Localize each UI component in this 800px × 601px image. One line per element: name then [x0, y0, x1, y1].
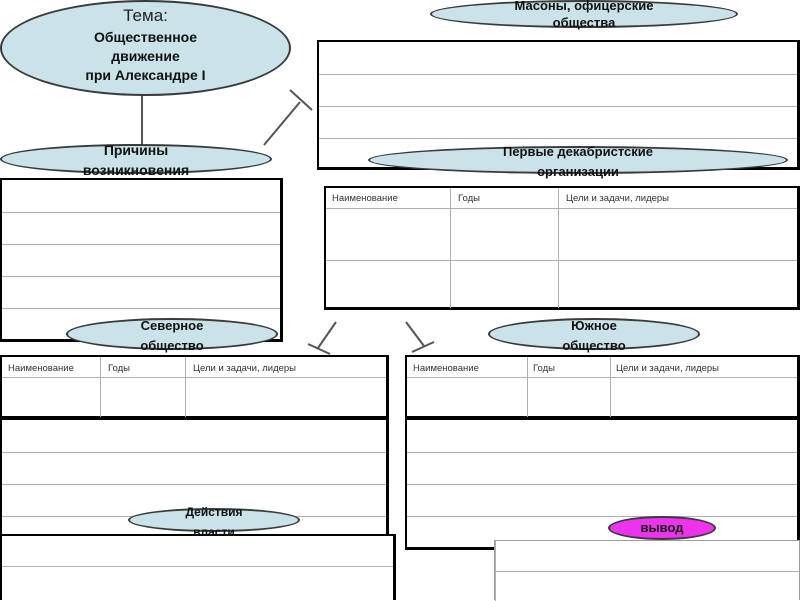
- masons-line-2: общества: [552, 15, 616, 30]
- header-years: Годы: [533, 363, 555, 374]
- header-years: Годы: [108, 363, 130, 374]
- header-name: Наименование: [8, 363, 74, 374]
- actions-line-1: Действия: [185, 505, 243, 519]
- first-decembrist-line-2: организации: [537, 164, 619, 179]
- actions-ellipse: Действия власти: [128, 505, 300, 539]
- connector-first-southern: [405, 321, 425, 347]
- conclusion-table: [494, 540, 800, 601]
- header-goals: Цели и задачи, лидеры: [193, 363, 297, 374]
- topic-line-2: движение: [111, 48, 180, 64]
- northern-line-2: общество: [140, 338, 204, 353]
- connector-first-northern: [317, 321, 337, 349]
- topic-label: Тема:: [123, 6, 168, 25]
- causes-line-2: возникновения: [82, 162, 190, 178]
- actions-line-2: власти: [193, 525, 235, 539]
- first-decembrist-line-1: Первые декабристские: [502, 144, 653, 159]
- header-name: Наименование: [413, 363, 479, 374]
- header-years: Годы: [458, 193, 480, 204]
- header-name: Наименование: [332, 193, 398, 204]
- header-goals: Цели и задачи, лидеры: [566, 193, 670, 204]
- causes-line-1: Причины: [103, 142, 169, 158]
- topic-line-1: Общественное: [93, 29, 198, 45]
- southern-rows: [405, 418, 800, 550]
- southern-ellipse: Южное общество: [488, 318, 700, 353]
- masons-line-1: Масоны, офицерские: [514, 0, 654, 13]
- southern-line-2: общество: [562, 338, 626, 353]
- conclusion-label: вывод: [640, 520, 684, 535]
- topic-line-3: при Александре I: [85, 67, 206, 83]
- northern-table: Наименование Годы Цели и задачи, лидеры: [0, 355, 389, 419]
- header-goals: Цели и задачи, лидеры: [616, 363, 720, 374]
- actions-table: [0, 534, 396, 600]
- northern-line-1: Северное: [140, 318, 204, 333]
- connector-causes-masons: [263, 101, 301, 146]
- first-decembrist-ellipse: Первые декабристские организации: [368, 144, 788, 179]
- masons-ellipse: Масоны, офицерские общества: [430, 0, 738, 30]
- southern-table: Наименование Годы Цели и задачи, лидеры: [405, 355, 800, 419]
- first-decembrist-table: Наименование Годы Цели и задачи, лидеры: [324, 186, 800, 310]
- northern-ellipse: Северное общество: [66, 318, 278, 353]
- southern-line-1: Южное: [571, 318, 617, 333]
- conclusion-ellipse: вывод: [608, 516, 716, 540]
- causes-ellipse: Причины возникновения: [0, 142, 272, 178]
- topic-ellipse: Тема: Общественное движение при Александ…: [0, 0, 291, 96]
